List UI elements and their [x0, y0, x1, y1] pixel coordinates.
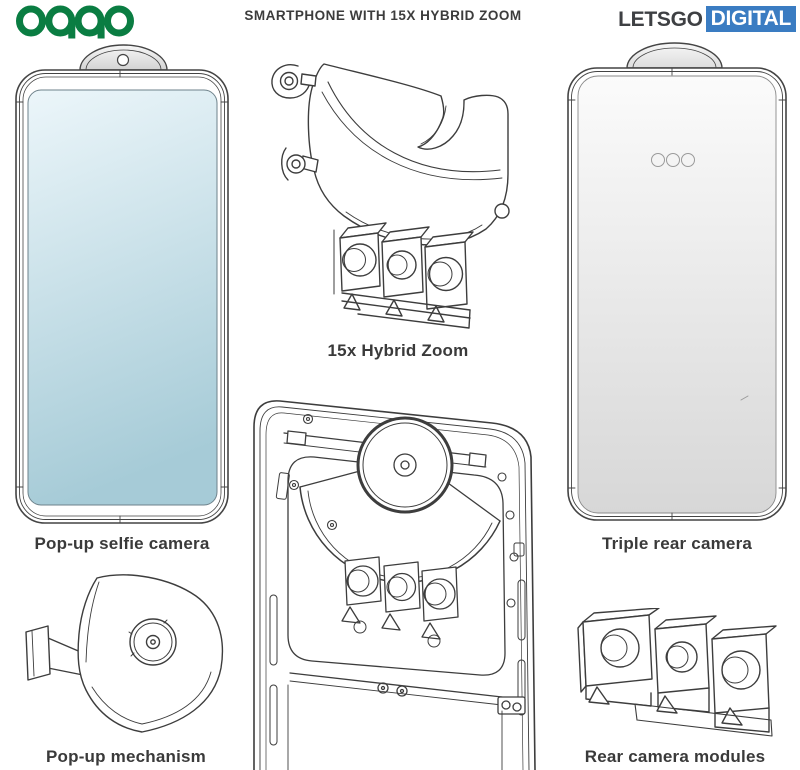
camera-modules-figure [577, 608, 777, 737]
camera-disc [129, 618, 177, 666]
caption-front-phone: Pop-up selfie camera [34, 534, 210, 553]
camera-box [381, 236, 424, 298]
camera-box [654, 623, 710, 694]
rear-phone-figure [567, 42, 787, 521]
digital-badge: DIGITAL [705, 6, 796, 32]
popup-dome-rear [626, 42, 723, 69]
back-panel [577, 75, 777, 514]
camera-box [383, 561, 421, 613]
page-title: SMARTPHONE WITH 15X HYBRID ZOOM [244, 8, 522, 23]
popup-mechanism-figure [25, 574, 224, 733]
camera-box [421, 566, 459, 622]
camera-box [711, 633, 770, 714]
caption-popup-mechanism: Pop-up mechanism [45, 747, 206, 766]
caption-camera-modules: Rear camera modules [584, 747, 766, 766]
rotation-disc [356, 416, 454, 514]
camera-box [339, 232, 381, 292]
crescent-bracket [307, 63, 509, 246]
selfie-lens [116, 53, 130, 67]
letsgodigital-logo: LETSGO DIGITAL [618, 6, 796, 32]
internal-frame-figure [253, 400, 536, 770]
fan-body [77, 574, 224, 733]
camera-box [582, 614, 653, 687]
camera-box [424, 241, 468, 310]
screws [288, 413, 519, 608]
caption-rear-phone: Triple rear camera [601, 534, 753, 553]
outer-shell [253, 400, 536, 770]
caption-zoom-module: 15x Hybrid Zoom [327, 341, 469, 360]
arm-cap [25, 625, 51, 681]
hidden-camera-openings [651, 153, 695, 167]
phone-screen [27, 89, 218, 506]
camera-box [344, 556, 382, 606]
front-phone-figure [15, 44, 229, 524]
oppo-logo [16, 5, 134, 39]
letsgo-text: LETSGO [618, 7, 703, 31]
zoom-module-figure [271, 63, 510, 329]
